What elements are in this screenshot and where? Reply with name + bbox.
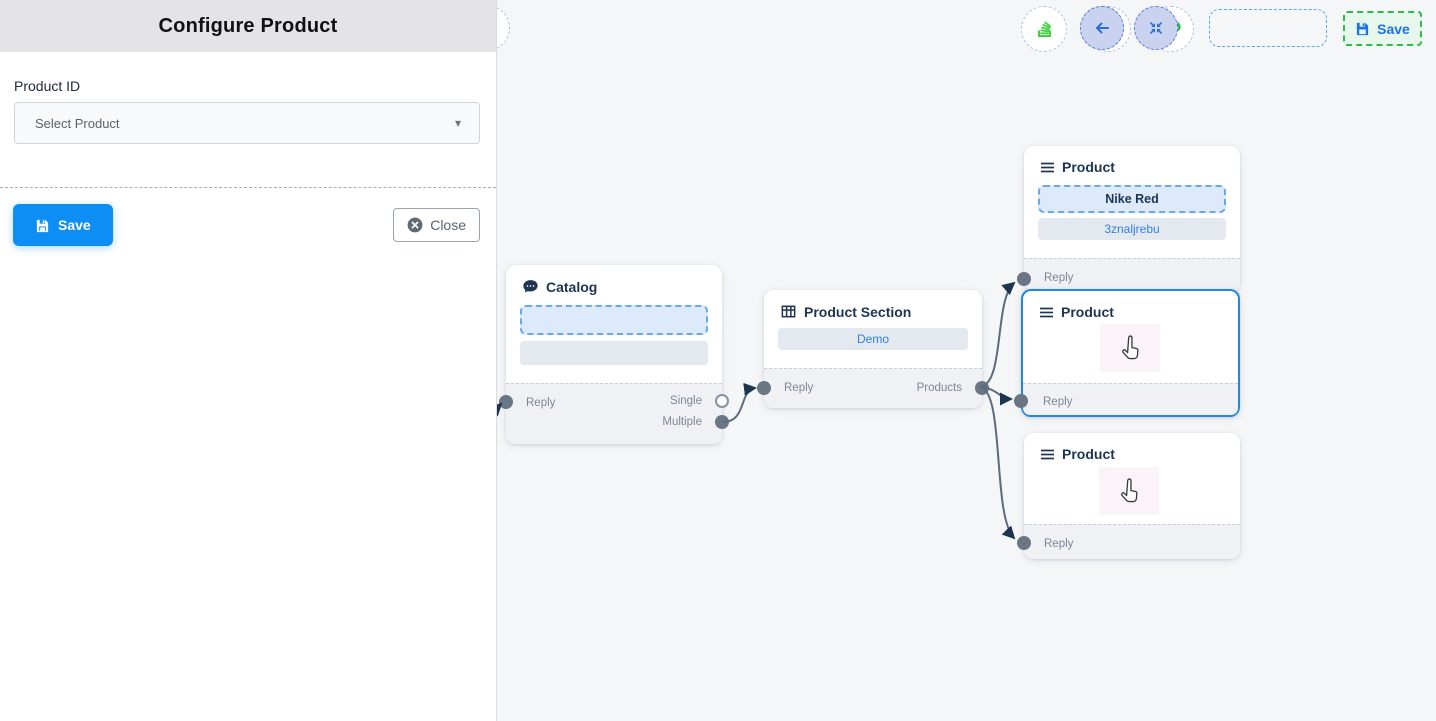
flow-save-button[interactable]: Save — [1343, 11, 1422, 46]
panel-actions: Save Close — [0, 204, 496, 246]
product-section-products-handle[interactable] — [975, 381, 989, 395]
product-section-footer: Reply Products — [764, 368, 982, 408]
close-button[interactable]: Close — [393, 208, 480, 242]
back-button[interactable] — [1080, 6, 1124, 50]
chevron-down-icon: ▾ — [454, 116, 461, 130]
product-middle-reply-handle[interactable] — [1014, 394, 1028, 408]
reply-port-label: Reply — [1043, 396, 1073, 408]
hamburger-icon — [1040, 448, 1055, 461]
hamburger-icon — [1040, 161, 1055, 174]
product-id-label: Product ID — [14, 78, 81, 94]
reply-port-label: Reply — [1044, 272, 1074, 284]
save-icon — [1355, 21, 1370, 36]
product-secondary-field[interactable]: 3znaljrebu — [1038, 218, 1226, 240]
stack-icon — [1033, 18, 1055, 40]
product-node-middle-selected[interactable]: Product Reply — [1014, 289, 1240, 417]
select-placeholder: Select Product — [35, 115, 120, 131]
product-option-text: Nike Red — [1105, 192, 1159, 206]
panel-title: Configure Product — [158, 14, 338, 37]
save-button[interactable]: Save — [13, 204, 113, 246]
reply-port-label: Reply — [1044, 538, 1074, 550]
table-grid-icon — [780, 303, 797, 320]
product-node-bottom[interactable]: Product Reply — [1017, 433, 1240, 559]
save-button-label: Save — [58, 217, 91, 233]
product-section-reply-handle[interactable] — [757, 381, 771, 395]
product-option-field[interactable]: Nike Red — [1038, 185, 1226, 213]
product-node-title: Product — [1062, 446, 1115, 462]
fit-view-button[interactable] — [1134, 6, 1178, 50]
compress-icon — [1148, 20, 1164, 36]
reply-port-label: Reply — [526, 397, 556, 409]
catalog-reply-handle[interactable] — [499, 395, 513, 409]
product-node-top[interactable]: Product Nike Red 3znaljrebu Reply — [1017, 146, 1240, 292]
close-button-label: Close — [430, 217, 466, 233]
product-section-title: Product Section — [804, 303, 912, 320]
product-section-node[interactable]: Product Section Demo Reply Products — [757, 290, 989, 408]
product-node-footer: Reply — [1024, 524, 1240, 559]
panel-header: Configure Product — [0, 0, 496, 52]
product-node-title: Product — [1061, 304, 1114, 320]
products-port-label: Products — [916, 382, 962, 394]
product-bottom-reply-handle[interactable] — [1017, 536, 1031, 550]
catalog-body-field[interactable] — [520, 305, 708, 335]
stack-tool-button[interactable] — [1021, 6, 1067, 52]
product-top-reply-handle[interactable] — [1017, 272, 1031, 286]
multiple-port-label: Multiple — [662, 416, 702, 428]
catalog-node-header: Catalog — [522, 278, 597, 295]
hand-cursor-graphic — [1099, 467, 1159, 515]
hamburger-icon — [1039, 306, 1054, 319]
catalog-single-handle[interactable] — [715, 394, 729, 408]
empty-slot-button[interactable] — [1209, 9, 1327, 47]
flow-save-label: Save — [1377, 20, 1410, 37]
product-secondary-text: 3znaljrebu — [1104, 222, 1160, 236]
product-node-footer: Reply — [1024, 258, 1240, 292]
panel-divider — [0, 187, 496, 188]
save-icon — [35, 218, 50, 233]
product-id-select[interactable]: Select Product ▾ — [14, 102, 480, 144]
hand-cursor-graphic — [1100, 324, 1160, 372]
catalog-node-footer: Reply Single Multiple — [506, 383, 722, 444]
chat-bubble-icon — [522, 278, 539, 295]
toolbar-button-partial[interactable] — [497, 5, 510, 51]
catalog-node[interactable]: Catalog Reply Single Multiple — [499, 265, 729, 444]
product-section-body[interactable]: Demo — [778, 328, 968, 350]
catalog-retailer-field[interactable] — [520, 341, 708, 365]
flow-canvas[interactable]: Save Catalog Reply Single Multiple — [497, 0, 1436, 721]
product-node-header: Product — [1040, 446, 1115, 462]
catalog-node-title: Catalog — [546, 278, 598, 295]
single-port-label: Single — [670, 395, 702, 407]
product-node-title: Product — [1062, 159, 1115, 175]
product-node-footer: Reply — [1023, 383, 1238, 415]
reply-port-label: Reply — [784, 382, 814, 394]
close-icon — [407, 217, 423, 233]
configure-product-panel: Configure Product Product ID Select Prod… — [0, 0, 497, 721]
arrow-left-icon — [1093, 19, 1111, 37]
product-section-body-text: Demo — [856, 332, 889, 346]
catalog-multiple-handle[interactable] — [715, 415, 729, 429]
product-section-header: Product Section — [780, 303, 911, 320]
product-node-header: Product — [1039, 304, 1114, 320]
product-node-header: Product — [1040, 159, 1115, 175]
